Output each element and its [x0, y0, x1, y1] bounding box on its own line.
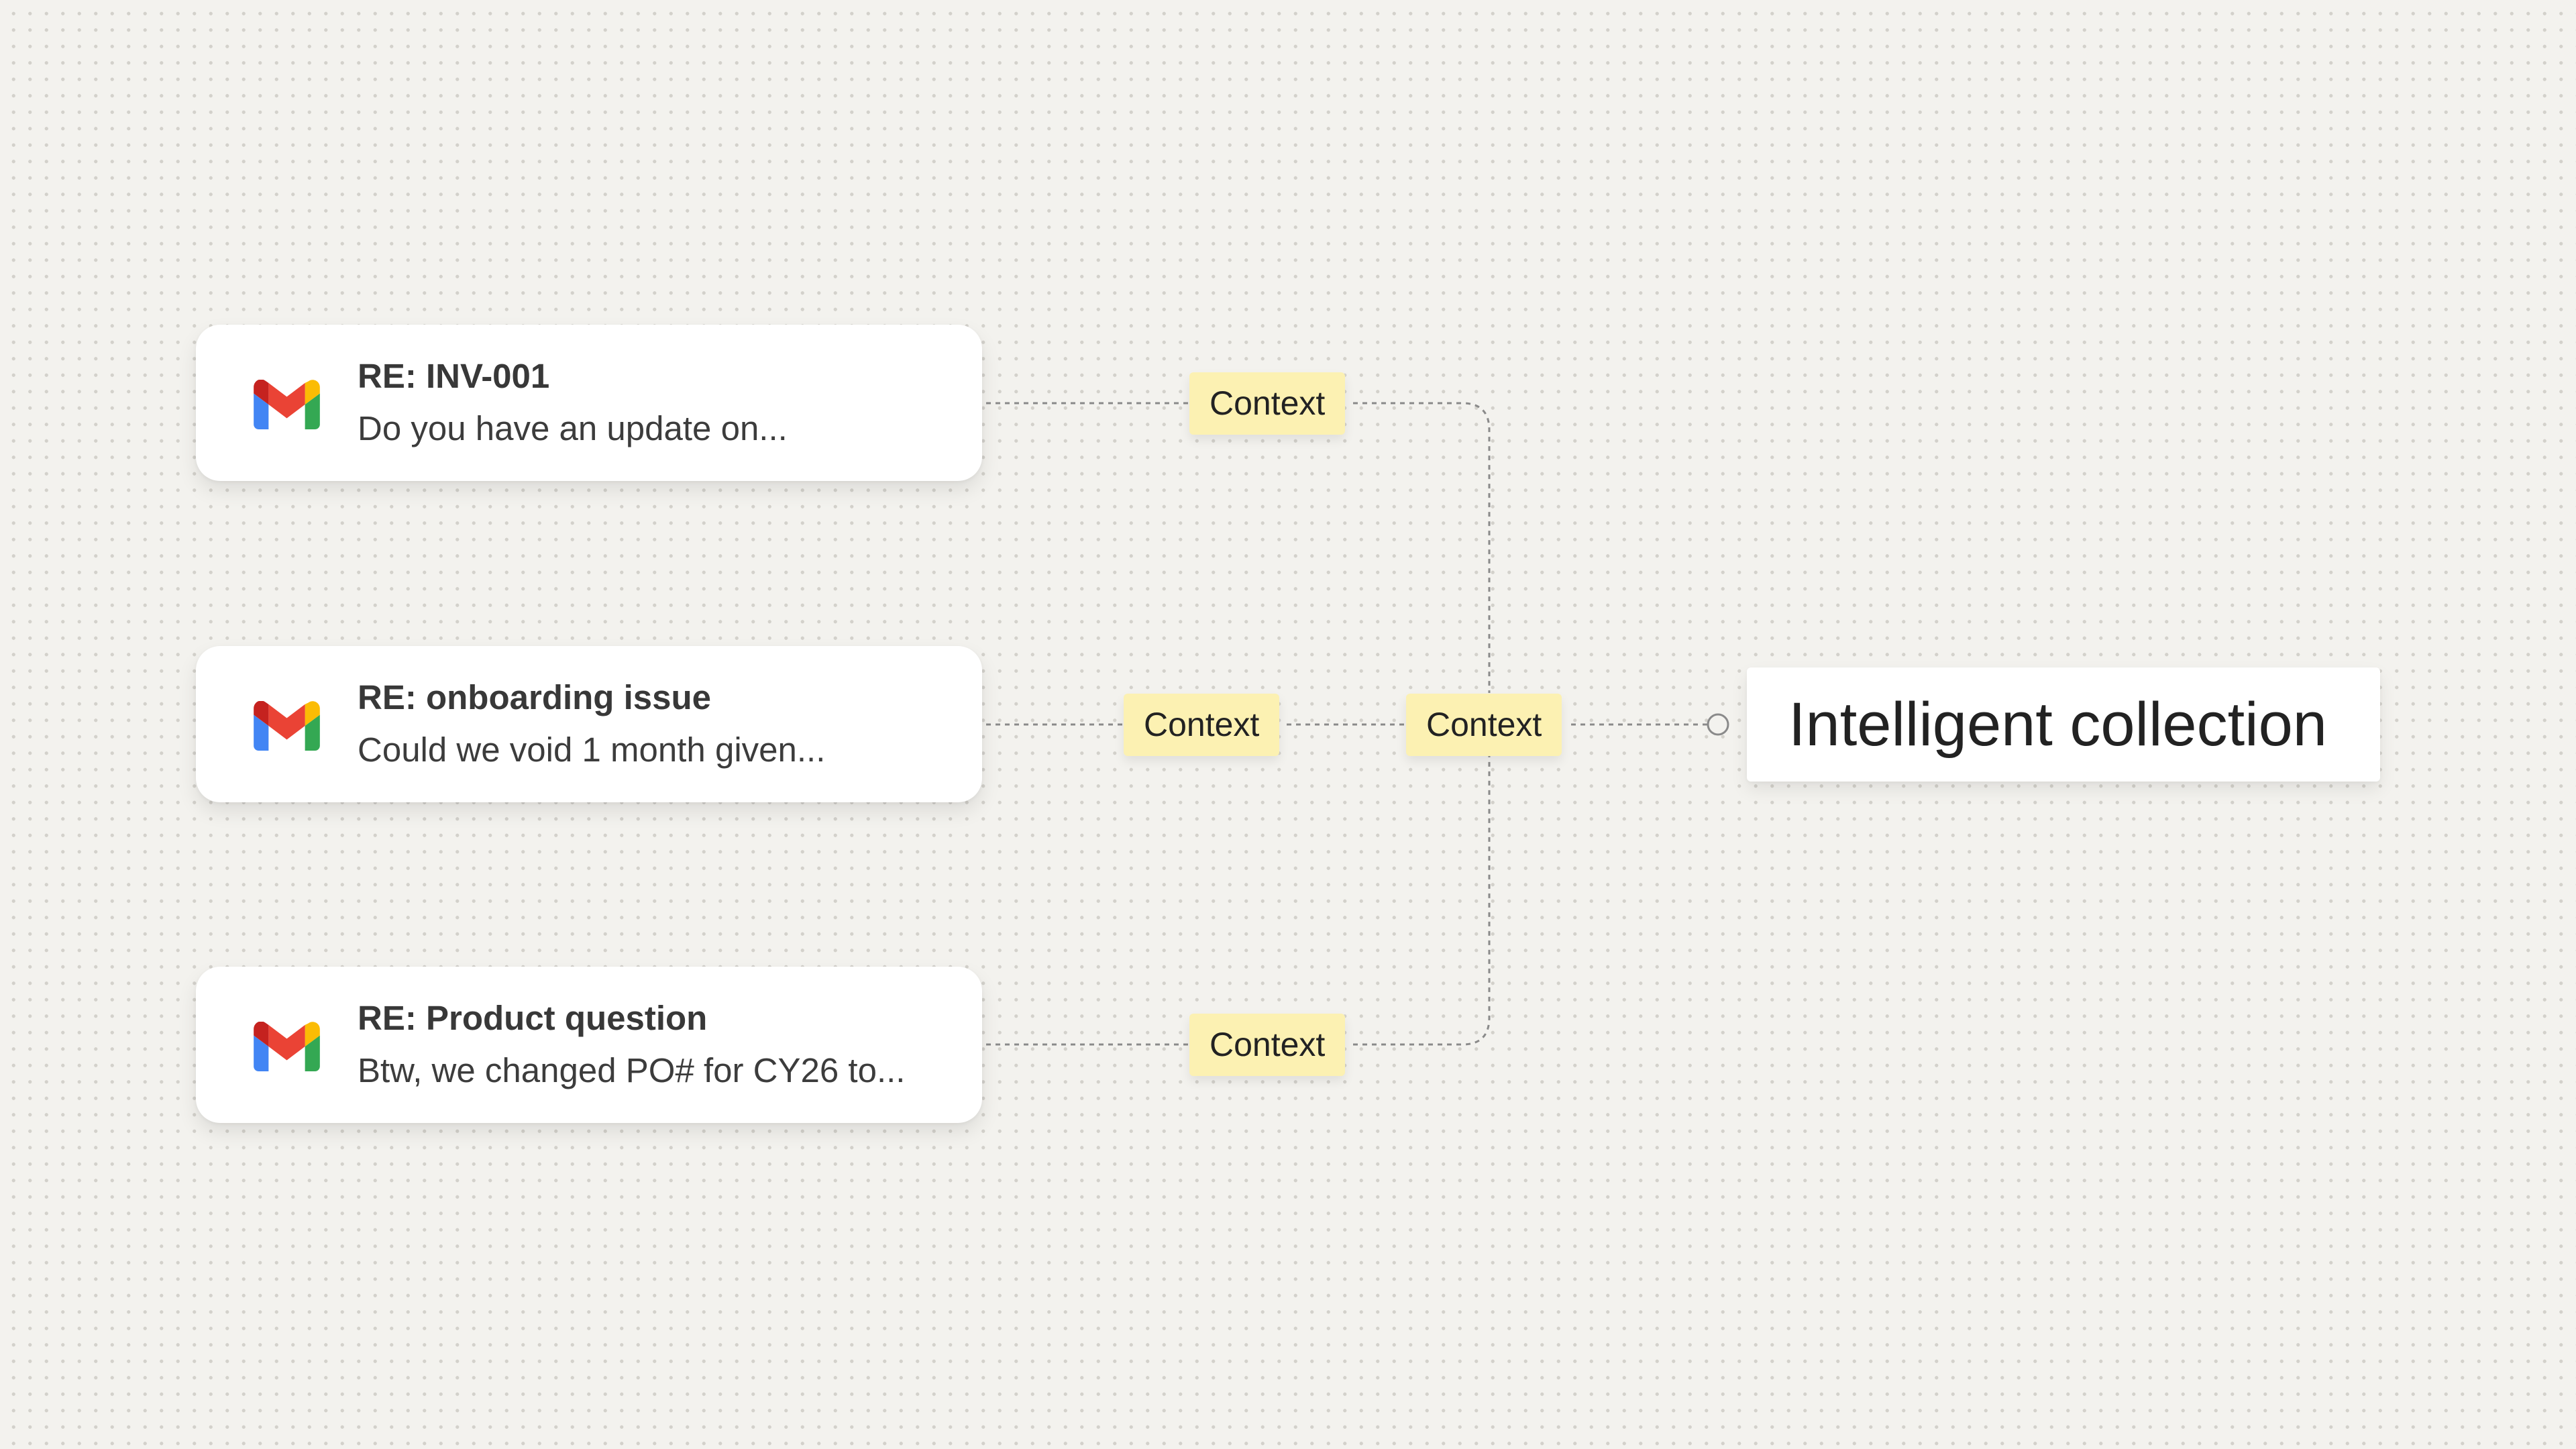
- intelligent-collection-node[interactable]: Intelligent collection: [1747, 667, 2380, 782]
- email-subject: RE: onboarding issue: [358, 678, 712, 716]
- gmail-icon: [254, 701, 320, 751]
- context-tag-email-2[interactable]: Context: [1124, 694, 1280, 756]
- email-preview: Could we void 1 month given...: [358, 731, 826, 769]
- email-card[interactable]: RE: onboarding issue Could we void 1 mon…: [196, 646, 982, 802]
- email-card[interactable]: RE: INV-001 Do you have an update on...: [196, 325, 982, 481]
- output-port: [1707, 713, 1729, 736]
- email-subject: RE: Product question: [358, 999, 708, 1037]
- gmail-icon: [254, 380, 320, 429]
- email-preview: Do you have an update on...: [358, 409, 788, 447]
- connector-top-branch: [1353, 402, 1491, 693]
- connector-bottom-branch: [1353, 756, 1491, 1046]
- email-preview: Btw, we changed PO# for CY26 to...: [358, 1051, 906, 1089]
- email-subject: RE: INV-001: [358, 357, 550, 395]
- context-tag-merged[interactable]: Context: [1406, 694, 1562, 756]
- intelligent-collection-title: Intelligent collection: [1788, 690, 2327, 759]
- gmail-icon: [254, 1022, 320, 1071]
- email-card[interactable]: RE: Product question Btw, we changed PO#…: [196, 967, 982, 1123]
- context-tag-email-1[interactable]: Context: [1189, 372, 1346, 435]
- context-tag-email-3[interactable]: Context: [1189, 1014, 1346, 1076]
